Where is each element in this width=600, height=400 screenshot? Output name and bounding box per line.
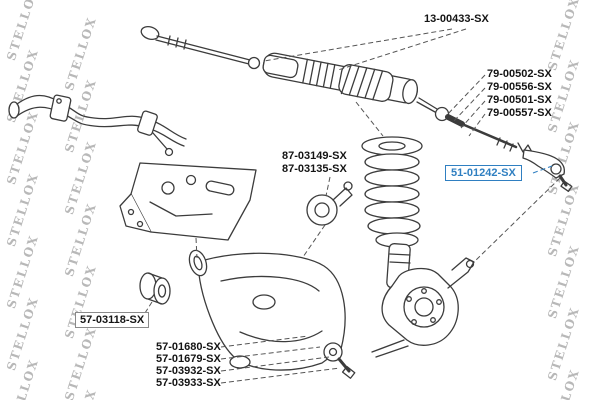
arm-bushing-drawing — [139, 272, 171, 305]
spring-strut-drawing — [361, 136, 423, 248]
part-label-control-arm-2: 57-01679-SX — [156, 353, 221, 365]
knuckle-drawing — [371, 243, 475, 358]
part-label-bushing-1: 87-03149-SX — [282, 150, 347, 162]
callout-lines — [144, 28, 561, 384]
part-label-control-arm-4: 57-03933-SX — [156, 377, 221, 389]
part-label-control-arm-3: 57-03932-SX — [156, 365, 221, 377]
part-label-tie-rod-2: 79-00556-SX — [487, 81, 552, 93]
part-label-bushing-2: 87-03135-SX — [282, 163, 347, 175]
part-label-steering-gear: 13-00433-SX — [424, 13, 489, 25]
control-arm-drawing — [188, 249, 356, 379]
part-label-tie-rod-1: 79-00502-SX — [487, 68, 552, 80]
steering-rack-drawing — [140, 26, 438, 113]
tie-rod-end-drawing — [517, 142, 573, 192]
subframe-drawing — [119, 162, 257, 241]
part-label-arm-bushing: 57-03118-SX — [75, 312, 150, 328]
part-label-tie-rod-end-selected[interactable]: 51-01242-SX — [445, 165, 522, 181]
bushing-drawing — [306, 181, 353, 226]
part-label-tie-rod-3: 79-00501-SX — [487, 94, 552, 106]
stabilizer-bar-drawing — [8, 94, 187, 157]
highlight-callout-line — [532, 165, 553, 174]
part-label-tie-rod-4: 79-00557-SX — [487, 107, 552, 119]
part-label-control-arm-1: 57-01680-SX — [156, 341, 221, 353]
